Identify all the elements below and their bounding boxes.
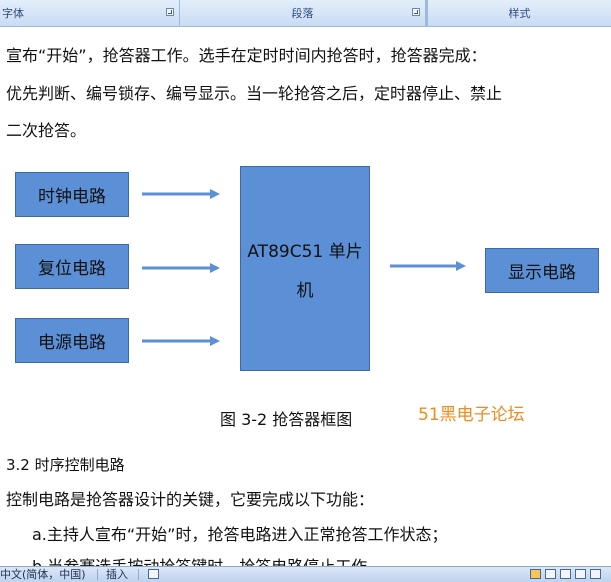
- block-power-circuit: 电源电路: [15, 318, 129, 363]
- print-layout-view-icon[interactable]: [530, 569, 541, 579]
- macro-record-icon[interactable]: [148, 569, 159, 579]
- status-language[interactable]: 中文(简体，中国): [0, 568, 86, 581]
- status-separator: [138, 569, 139, 580]
- body-line: 控制电路是抢答器设计的关键，它要完成以下功能：: [6, 490, 375, 509]
- ribbon-group-paragraph: 段落: [180, 0, 426, 26]
- ribbon-group-font: 字体: [0, 0, 180, 26]
- watermark-text: 51黑电子论坛: [418, 405, 525, 425]
- block-mcu-label-line2: 机: [296, 280, 314, 301]
- paragraph-dialog-launcher-icon[interactable]: [412, 8, 420, 16]
- arrow-right-icon: [142, 336, 220, 346]
- paragraph-line: 优先判断、编号锁存、编号显示。当一轮抢答之后，定时器停止、禁止: [6, 84, 503, 103]
- block-reset-circuit: 复位电路: [15, 244, 129, 289]
- ribbon-group-font-label: 字体: [2, 7, 24, 20]
- full-screen-reading-view-icon[interactable]: [545, 569, 556, 579]
- status-separator: [97, 569, 98, 580]
- block-power-label: 电源电路: [38, 333, 106, 353]
- paragraph-line: 二次抢答。: [6, 121, 87, 140]
- list-item-a: a.主持人宣布“开始”时，抢答电路进入正常抢答工作状态；: [32, 525, 448, 544]
- web-layout-view-icon[interactable]: [560, 569, 571, 579]
- block-clock-circuit: 时钟电路: [15, 172, 129, 217]
- arrow-right-icon: [390, 261, 466, 271]
- draft-view-icon[interactable]: [590, 569, 601, 579]
- arrow-right-icon: [142, 263, 220, 273]
- arrow-right-icon: [142, 189, 220, 199]
- figure-caption: 图 3-2 抢答器框图: [220, 410, 353, 429]
- ribbon-group-styles-label: 样式: [508, 7, 531, 20]
- block-reset-label: 复位电路: [38, 259, 106, 279]
- block-mcu-label-line1: AT89C51 单片: [247, 241, 363, 262]
- status-bar: 中文(简体，中国) 插入: [0, 566, 611, 582]
- outline-view-icon[interactable]: [575, 569, 586, 579]
- ribbon-group-bar: 字体 段落 样式: [0, 0, 611, 27]
- status-insert-mode[interactable]: 插入: [106, 568, 128, 581]
- section-heading: 3.2 时序控制电路: [6, 456, 125, 474]
- block-display-label: 显示电路: [508, 263, 576, 283]
- block-display-circuit: 显示电路: [485, 248, 599, 293]
- ribbon-group-paragraph-label: 段落: [291, 7, 314, 20]
- block-mcu: AT89C51 单片 机: [240, 166, 370, 371]
- paragraph-line: 宣布“开始”，抢答器工作。选手在定时时间内抢答时，抢答器完成：: [6, 46, 487, 65]
- block-clock-label: 时钟电路: [38, 187, 106, 207]
- ribbon-group-styles: 样式: [426, 0, 611, 26]
- font-dialog-launcher-icon[interactable]: [166, 8, 174, 16]
